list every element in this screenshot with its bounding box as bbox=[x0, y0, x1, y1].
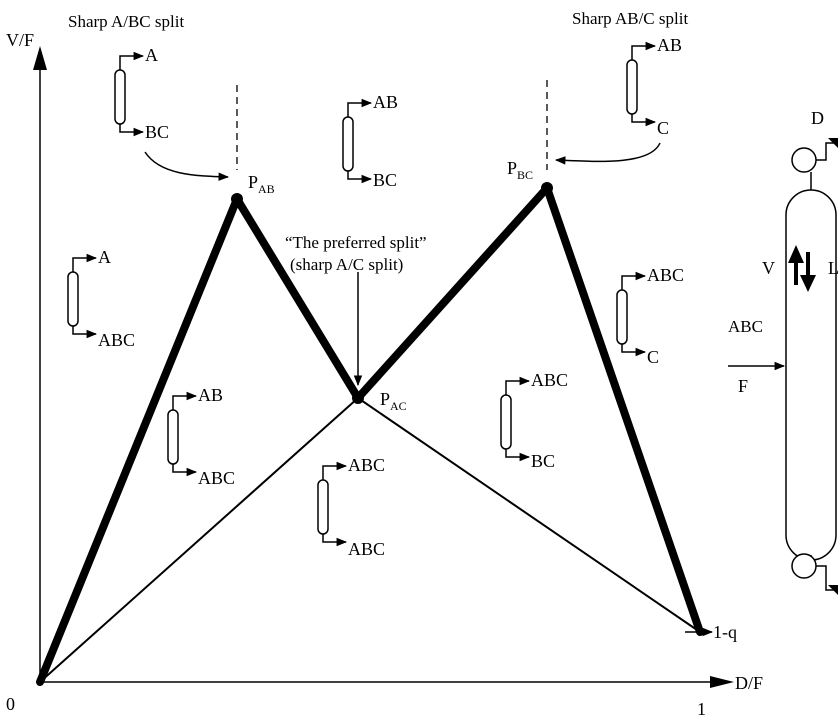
liquid-arrow-icon bbox=[800, 252, 816, 292]
vapor-arrow-icon bbox=[788, 245, 804, 285]
point-pac bbox=[352, 392, 364, 404]
y-axis-arrowhead bbox=[33, 46, 47, 70]
region-icon-ab-bc: AB BC bbox=[342, 92, 398, 190]
region-label-top: A bbox=[98, 247, 111, 267]
region-icon-abc-abc: ABC ABC bbox=[317, 455, 385, 559]
region-label-bottom: ABC bbox=[198, 468, 235, 488]
end-label: 1-q bbox=[713, 622, 737, 642]
annotation-preferred-1: “The preferred split” bbox=[285, 233, 427, 252]
y-axis-label: V/F bbox=[6, 30, 34, 50]
region-icon-abc-c: ABC C bbox=[616, 265, 684, 367]
liquid-label: L bbox=[828, 258, 838, 278]
region-label-bottom: BC bbox=[145, 122, 169, 142]
column-shell bbox=[785, 189, 837, 561]
region-icon-a-abc: A ABC bbox=[67, 247, 135, 350]
region-label-top: AB bbox=[373, 92, 398, 112]
x-axis-label: D/F bbox=[735, 673, 763, 693]
feed-label: F bbox=[738, 376, 748, 396]
region-icon-ab-c: AB C bbox=[626, 35, 682, 138]
region-label-top: A bbox=[145, 45, 158, 65]
feed-composition-label: ABC bbox=[728, 317, 763, 336]
region-icon-ab-abc: AB ABC bbox=[167, 385, 235, 488]
region-label-bottom: ABC bbox=[98, 330, 135, 350]
label-pab: PAB bbox=[248, 172, 275, 196]
distillate-label: D bbox=[811, 108, 824, 128]
region-icon-a-bc: A BC bbox=[114, 45, 169, 142]
region-icon-abc-bc: ABC BC bbox=[500, 370, 568, 471]
label-pac: PAC bbox=[380, 389, 407, 413]
line-pac-to-end bbox=[357, 397, 701, 633]
annotation-preferred-2: (sharp A/C split) bbox=[290, 255, 403, 274]
region-label-top: AB bbox=[198, 385, 223, 405]
curved-arrow-to-pab bbox=[144, 151, 230, 181]
condenser-icon bbox=[791, 147, 817, 173]
region-label-bottom: C bbox=[647, 347, 659, 367]
annotation-sharp-ab-c: Sharp AB/C split bbox=[572, 9, 688, 28]
region-label-bottom: BC bbox=[531, 451, 555, 471]
region-label-top: ABC bbox=[348, 455, 385, 475]
region-label-bottom: ABC bbox=[348, 539, 385, 559]
region-label-top: ABC bbox=[531, 370, 568, 390]
region-label-top: AB bbox=[657, 35, 682, 55]
label-pbc: PBC bbox=[507, 158, 533, 182]
line-origin-to-pac bbox=[39, 397, 359, 683]
reboiler-icon bbox=[791, 553, 817, 579]
region-label-top: ABC bbox=[647, 265, 684, 285]
origin-label: 0 bbox=[6, 694, 15, 714]
region-label-bottom: BC bbox=[373, 170, 397, 190]
x-axis-arrowhead bbox=[710, 676, 734, 688]
point-pab bbox=[231, 193, 243, 205]
x-max-label: 1 bbox=[697, 699, 706, 716]
annotation-sharp-a-bc: Sharp A/BC split bbox=[68, 12, 184, 31]
distillation-column: D V L ABC F bbox=[728, 108, 838, 595]
vapor-label: V bbox=[762, 258, 775, 278]
curved-arrow-to-pbc bbox=[554, 142, 661, 165]
axes: V/F D/F 0 1 bbox=[6, 30, 763, 716]
point-pbc bbox=[541, 182, 553, 194]
region-label-bottom: C bbox=[657, 118, 669, 138]
